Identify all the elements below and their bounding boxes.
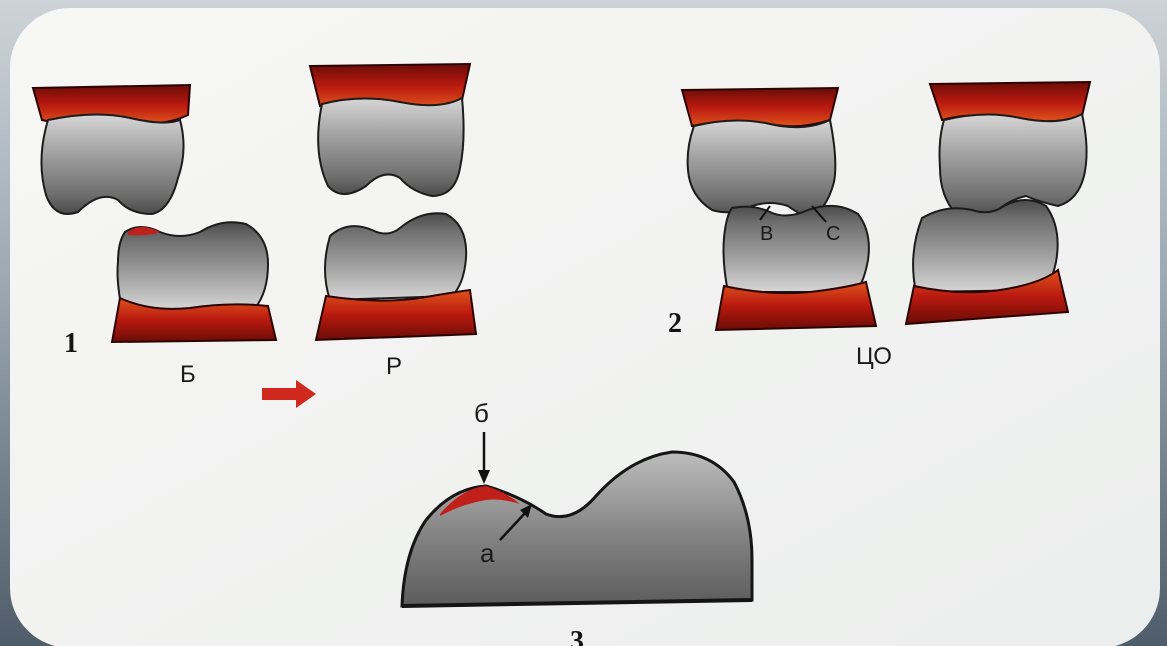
upper-gum-co1 [682,88,838,126]
upper-tooth-co1 [688,120,836,218]
label-co: ЦО [856,343,892,370]
label-r-cyr: Р [386,353,402,380]
lower-tooth-co2 [913,200,1058,292]
lower-tooth-co1 [724,206,869,292]
label-v: B [760,223,773,245]
lower-tooth-b [118,222,269,310]
label-b-cyr: Б [180,361,196,388]
label-c: C [826,223,840,245]
panel-2-number: 2 [668,308,682,339]
label-b-small: б [474,398,489,428]
panel-3-number: 3 [570,626,584,646]
panel-1-number: 1 [64,328,78,359]
label-a-small: а [480,538,495,568]
